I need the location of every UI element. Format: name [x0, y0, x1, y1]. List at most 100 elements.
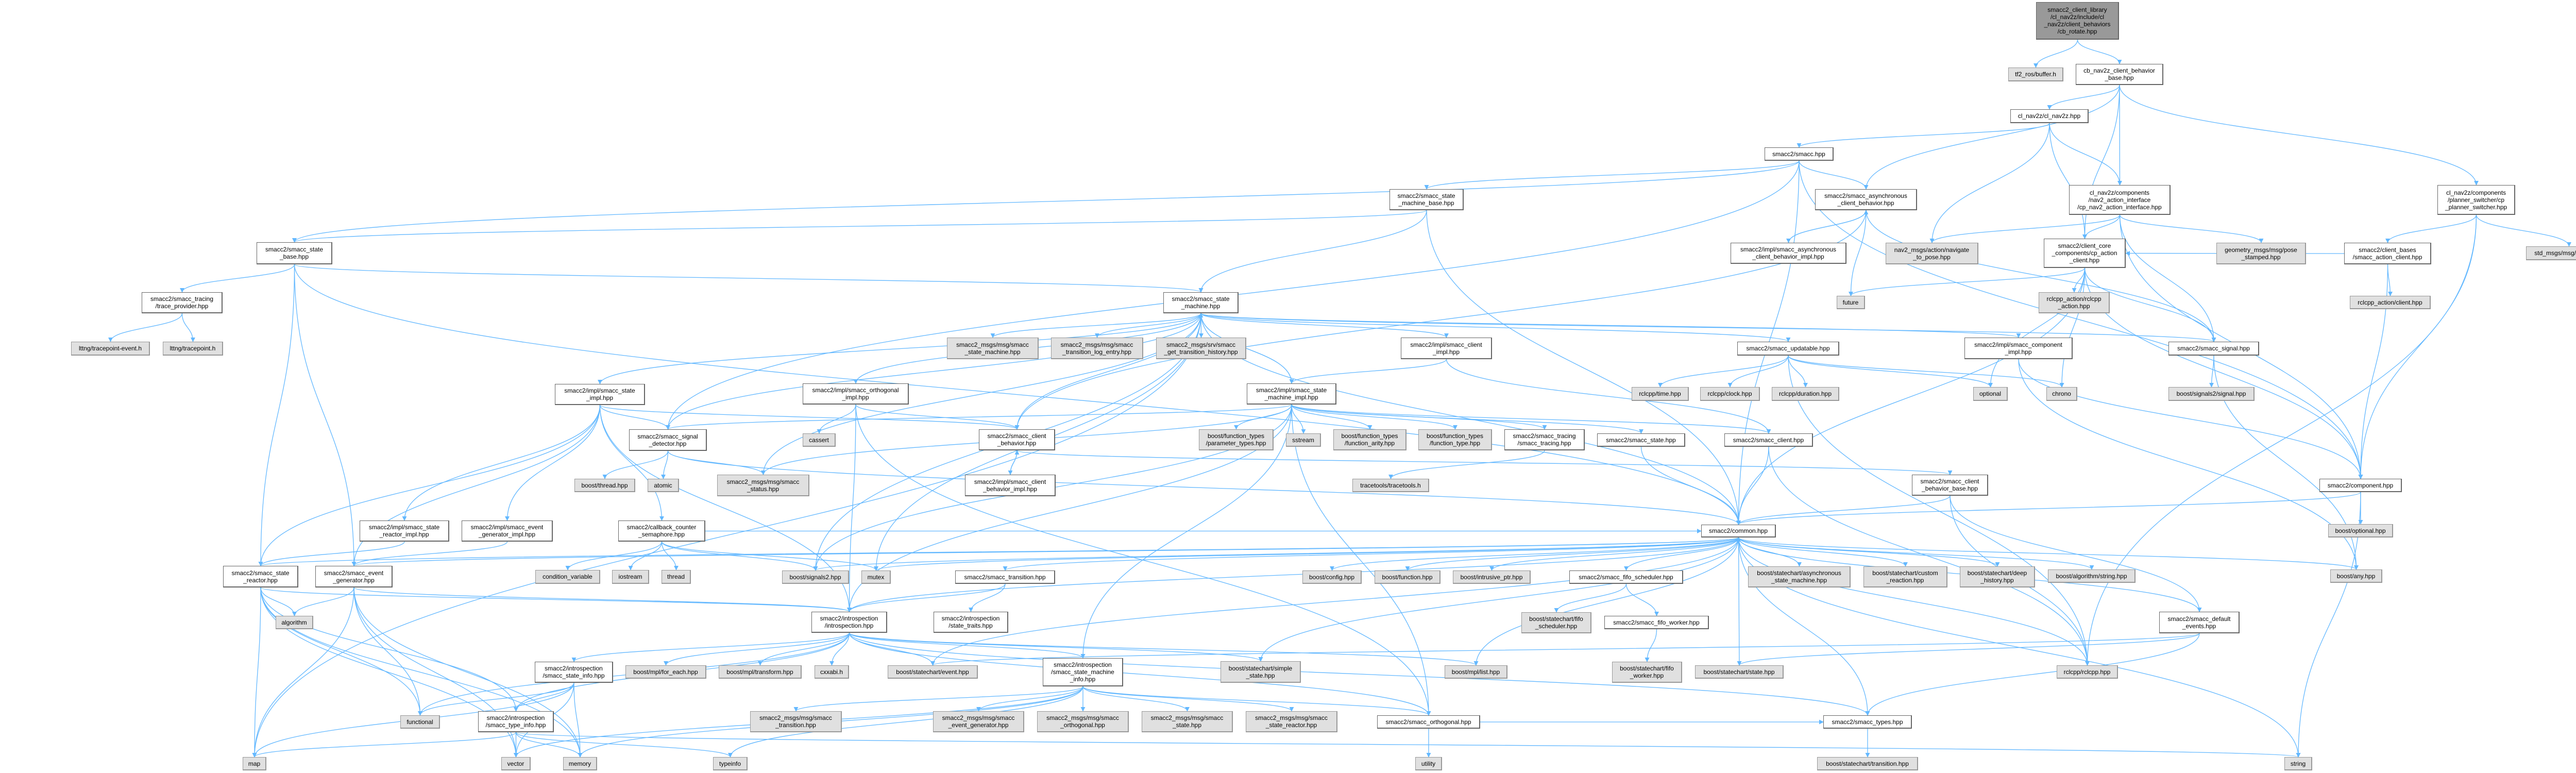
- graph-node-clientimpl[interactable]: smacc2/impl/smacc_client _impl.hpp: [1401, 338, 1492, 359]
- graph-node-component[interactable]: smacc2/component.hpp: [2319, 479, 2402, 492]
- dependency-edge-root-to-cbbase: [2077, 39, 2122, 64]
- dependency-edge-smimpl-to-sm: [1198, 313, 1292, 384]
- dependency-edge-statebase-to-reactor: [258, 264, 295, 566]
- graph-node-clock: rclcpp/clock.hpp: [1700, 387, 1760, 401]
- graph-node-clnav2z[interactable]: cl_nav2z/cl_nav2z.hpp: [2010, 109, 2089, 123]
- graph-node-asynccb[interactable]: smacc2/smacc_asynchronous _client_behavi…: [1815, 189, 1917, 210]
- graph-node-sigdet[interactable]: smacc2/smacc_signal _detector.hpp: [629, 429, 707, 451]
- graph-node-fifow[interactable]: smacc2/smacc_fifo_worker.hpp: [1604, 616, 1709, 629]
- dependency-edge-defev-to-scstate: [1737, 633, 2200, 666]
- graph-node-lttev: lttng/tracepoint-event.h: [71, 342, 150, 356]
- graph-node-types[interactable]: smacc2/smacc_types.hpp: [1823, 715, 1912, 729]
- graph-node-functional: functional: [400, 715, 440, 729]
- graph-node-ftype: boost/function_types /function_type.hpp: [1418, 429, 1492, 450]
- dependency-edge-defev-to-event: [930, 633, 2200, 666]
- graph-node-typeinfo: typeinfo: [713, 757, 748, 770]
- dependency-edge-updatable-to-chrono: [1788, 355, 2064, 388]
- graph-node-smimpl[interactable]: smacc2/impl/smacc_state _machine_impl.hp…: [1247, 383, 1336, 405]
- dependency-edge-nav2iface-to-cpac: [2082, 214, 2121, 239]
- graph-node-srimpl[interactable]: smacc2/impl/smacc_state _reactor_impl.hp…: [360, 520, 449, 542]
- graph-node-cpac[interactable]: smacc2/client_core _components/cp_action…: [2044, 239, 2126, 268]
- dependency-edge-smimpl-to-client: [1291, 404, 1771, 434]
- graph-node-tracing[interactable]: smacc2/smacc_tracing /smacc_tracing.hpp: [1504, 429, 1585, 450]
- graph-node-statebase[interactable]: smacc2/smacc_state _base.hpp: [257, 242, 332, 264]
- graph-node-tracetools: tracetools/tracetools.h: [1352, 479, 1429, 492]
- graph-node-cbbase[interactable]: cb_nav2z_client_behavior _base.hpp: [2076, 64, 2163, 85]
- graph-node-smacc[interactable]: smacc2/smacc.hpp: [1765, 147, 1834, 161]
- dependency-edge-smimpl-to-ftype: [1291, 404, 1458, 430]
- graph-node-smbase[interactable]: smacc2/smacc_state _machine_base.hpp: [1389, 189, 1464, 210]
- graph-node-evgen[interactable]: smacc2/smacc_event _generator.hpp: [315, 566, 393, 587]
- graph-node-chrono: chrono: [2046, 387, 2077, 401]
- graph-node-cbbase2[interactable]: smacc2/smacc_client _behavior_base.hpp: [1912, 475, 1988, 496]
- graph-node-reactor[interactable]: smacc2/smacc_state _reactor.hpp: [223, 566, 298, 587]
- dependency-edge-nav2iface-to-geom: [2119, 214, 2264, 243]
- graph-node-foreach: boost/mpl/for_each.hpp: [625, 665, 706, 679]
- dependency-edge-evgen-to-memory: [353, 587, 583, 758]
- graph-node-mutex: mutex: [861, 570, 891, 584]
- graph-node-cbimpl[interactable]: smacc2/impl/smacc_client _behavior_impl.…: [965, 475, 1056, 496]
- graph-node-defev[interactable]: smacc2/smacc_default _events.hpp: [2159, 612, 2240, 633]
- dependency-edge-stateimpl-to-sigdet: [599, 405, 671, 430]
- graph-node-sm[interactable]: smacc2/smacc_state _machine.hpp: [1163, 292, 1239, 313]
- dependency-edge-intro-to-foreach: [664, 632, 850, 666]
- dependency-edge-typeinfohpp-to-map: [252, 732, 517, 758]
- dependency-edge-updatable-to-rclcpp: [1788, 355, 2090, 666]
- dependency-edge-typeinfohpp-to-memory: [515, 732, 583, 758]
- graph-node-srvgth: smacc2_msgs/srv/smacc _get_transition_hi…: [1156, 338, 1246, 359]
- graph-node-state[interactable]: smacc2/smacc_state.hpp: [1597, 433, 1685, 447]
- dependency-edge-sem-to-mutex: [661, 541, 878, 571]
- graph-node-traits[interactable]: smacc2/introspection /state_traits.hpp: [934, 612, 1008, 633]
- graph-node-cb[interactable]: smacc2/smacc_client _behavior.hpp: [979, 429, 1055, 450]
- graph-node-stateimpl[interactable]: smacc2/impl/smacc_state _impl.hpp: [555, 384, 645, 405]
- dependency-edge-fifosch-to-bfifosch: [1554, 583, 1627, 613]
- dependency-edge-nav2iface-to-nav2msg: [1929, 214, 2121, 243]
- dependency-edge-trace-to-ltt: [181, 313, 196, 342]
- graph-node-optional: optional: [1973, 387, 2008, 401]
- dependency-edge-evgen-to-algorithm: [292, 587, 354, 616]
- dependency-edge-intro-to-stinfo: [571, 632, 850, 662]
- dependency-edge-srimpl-to-reactor: [258, 541, 405, 566]
- dependency-edge-sm-to-updatable: [1200, 313, 1791, 342]
- dependency-edge-cbbase-to-clnav2z: [2047, 85, 2120, 110]
- graph-node-orthimpl[interactable]: smacc2/impl/smacc_orthogonal _impl.hpp: [803, 383, 909, 405]
- graph-node-cbases[interactable]: smacc2/client_bases /smacc_action_client…: [2344, 243, 2431, 264]
- dependency-edge-common-to-simple: [1258, 537, 1739, 662]
- graph-node-trace[interactable]: smacc2/smacc_tracing /trace_provider.hpp: [142, 292, 223, 313]
- dependency-edge-orthimpl-to-intro: [846, 404, 856, 612]
- graph-node-planner[interactable]: cl_nav2z/components /planner_switcher/cp…: [2437, 185, 2515, 215]
- graph-node-updatable[interactable]: smacc2/smacc_updatable.hpp: [1737, 342, 1839, 356]
- dependency-edge-evgen-to-common: [353, 537, 1741, 566]
- graph-node-orth[interactable]: smacc2/smacc_orthogonal.hpp: [1377, 715, 1480, 729]
- graph-node-typeinfohpp[interactable]: smacc2/introspection /smacc_type_info.hp…: [478, 711, 554, 732]
- graph-node-intro[interactable]: smacc2/introspection /introspection.hpp: [811, 612, 887, 633]
- graph-node-egimpl[interactable]: smacc2/impl/smacc_event _generator_impl.…: [462, 520, 553, 542]
- graph-node-s2signal: boost/signals2/signal.hpp: [2168, 387, 2255, 401]
- graph-node-sem[interactable]: smacc2/callback_counter _semaphore.hpp: [618, 520, 705, 542]
- dependency-edge-cbbase2-to-common: [1736, 495, 1951, 525]
- graph-node-nav2msg: nav2_msgs/action/navigate _to_pose.hpp: [1886, 243, 1978, 264]
- dependency-edge-smimpl-to-arity: [1291, 404, 1372, 430]
- graph-node-sminfo[interactable]: smacc2/introspection /smacc_state_machin…: [1043, 658, 1123, 686]
- graph-node-transition[interactable]: smacc2/smacc_transition.hpp: [955, 570, 1055, 584]
- graph-node-signal[interactable]: smacc2/smacc_signal.hpp: [2168, 342, 2259, 356]
- dependency-edge-sm-to-map: [252, 313, 1201, 758]
- graph-node-common[interactable]: smacc2/common.hpp: [1701, 525, 1776, 537]
- dependency-edge-smbase-to-sm: [1198, 210, 1427, 293]
- graph-node-fifosch[interactable]: smacc2/smacc_fifo_scheduler.hpp: [1569, 570, 1683, 584]
- graph-node-future: future: [1837, 296, 1865, 309]
- graph-node-client[interactable]: smacc2/smacc_client.hpp: [1724, 433, 1813, 447]
- dependency-edge-transition-to-traits: [968, 583, 1006, 612]
- graph-node-map: map: [243, 757, 266, 770]
- dependency-edge-common-to-deep: [1738, 537, 2000, 567]
- dependency-edge-smimpl-to-sigdet: [666, 404, 1292, 430]
- dependency-edge-sigdet-to-common: [667, 450, 1741, 525]
- graph-node-nav2iface[interactable]: cl_nav2z/components /nav2_action_interfa…: [2069, 185, 2171, 215]
- graph-node-deep: boost/statechart/deep _history.hpp: [1960, 566, 2035, 587]
- graph-node-compimpl[interactable]: smacc2/impl/smacc_component _impl.hpp: [1964, 338, 2073, 359]
- graph-node-stinfo[interactable]: smacc2/introspection /smacc_state_info.h…: [535, 662, 613, 683]
- graph-node-asyncimpl[interactable]: smacc2/impl/smacc_asynchronous _client_b…: [1731, 243, 1846, 264]
- dependency-edge-intro-to-simple: [849, 632, 1263, 662]
- dependency-edge-clientimpl-to-client: [1446, 359, 1771, 434]
- dependency-edge-common-to-scstate: [1737, 537, 1742, 666]
